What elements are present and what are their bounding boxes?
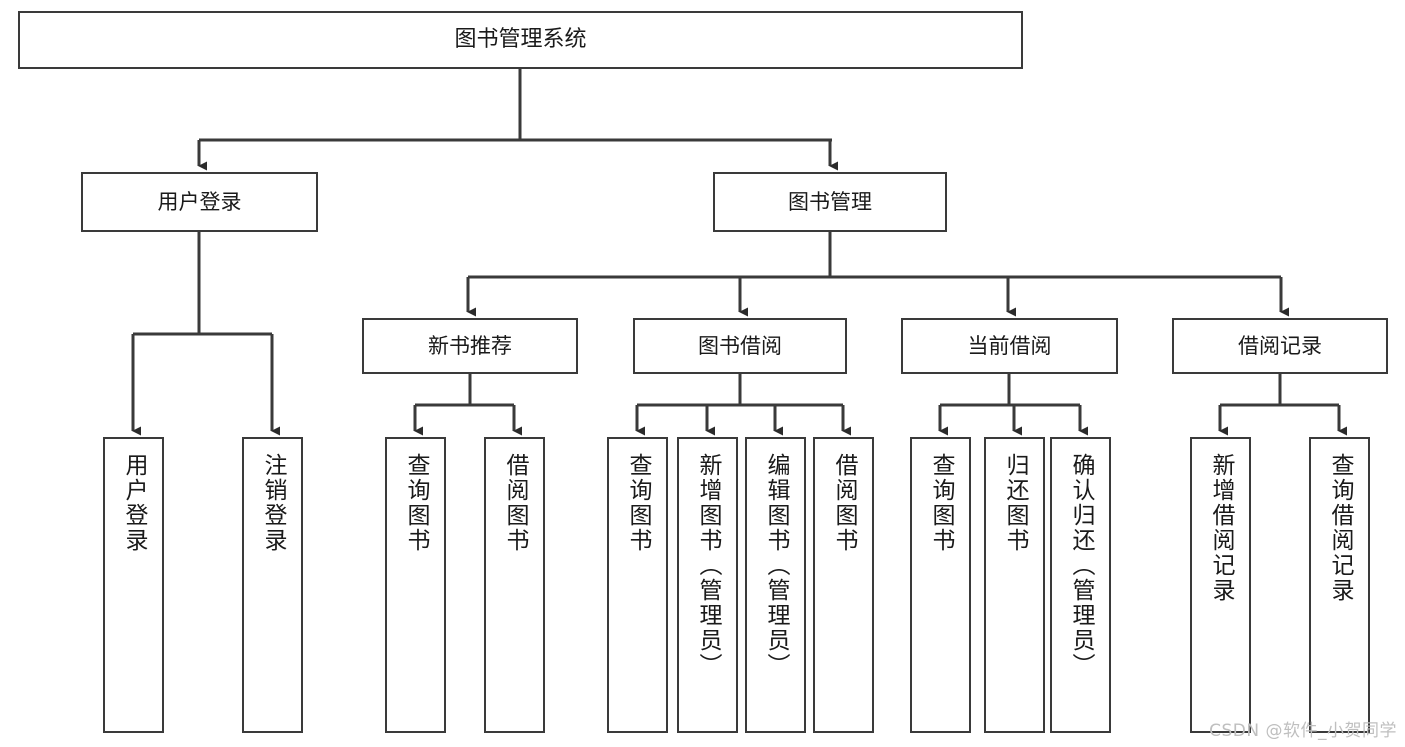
node-leaf-borrow-book-1[interactable]: 借阅图书 bbox=[484, 437, 545, 733]
node-leaf-return-book[interactable]: 归还图书 bbox=[984, 437, 1045, 733]
node-leaf-borrow-book-2-label: 借阅图书 bbox=[831, 453, 857, 553]
node-leaf-query-book-3[interactable]: 查询图书 bbox=[910, 437, 971, 733]
node-leaf-add-record[interactable]: 新增借阅记录 bbox=[1190, 437, 1251, 733]
node-user-login-label: 用户登录 bbox=[157, 189, 242, 214]
node-leaf-query-record[interactable]: 查询借阅记录 bbox=[1309, 437, 1370, 733]
csdn-watermark: CSDN @软件_小贺同学 bbox=[1209, 721, 1397, 741]
node-leaf-query-book-1[interactable]: 查询图书 bbox=[385, 437, 446, 733]
node-leaf-query-book-1-label: 查询图书 bbox=[403, 453, 429, 553]
node-leaf-confirm-return[interactable]: 确认归还（管理员） bbox=[1050, 437, 1111, 733]
node-leaf-query-record-label: 查询借阅记录 bbox=[1327, 453, 1353, 603]
node-borrow-record-label: 借阅记录 bbox=[1238, 333, 1322, 358]
node-leaf-user-logout[interactable]: 注销登录 bbox=[242, 437, 303, 733]
node-leaf-return-book-label: 归还图书 bbox=[1002, 453, 1028, 553]
node-leaf-edit-book[interactable]: 编辑图书（管理员） bbox=[745, 437, 806, 733]
node-leaf-user-logout-label: 注销登录 bbox=[260, 453, 286, 553]
node-current-borrow[interactable]: 当前借阅 bbox=[901, 318, 1118, 374]
node-leaf-query-book-3-label: 查询图书 bbox=[928, 453, 954, 553]
node-leaf-user-login-label: 用户登录 bbox=[121, 453, 147, 553]
node-leaf-user-login[interactable]: 用户登录 bbox=[103, 437, 164, 733]
node-book-borrow[interactable]: 图书借阅 bbox=[633, 318, 847, 374]
node-leaf-add-record-label: 新增借阅记录 bbox=[1208, 453, 1234, 603]
node-leaf-confirm-return-label: 确认归还（管理员） bbox=[1068, 453, 1094, 678]
node-leaf-edit-book-label: 编辑图书（管理员） bbox=[763, 453, 789, 678]
node-book-manage[interactable]: 图书管理 bbox=[713, 172, 947, 232]
node-root-label: 图书管理系统 bbox=[454, 27, 587, 53]
node-leaf-add-book-label: 新增图书（管理员） bbox=[695, 453, 721, 678]
node-leaf-query-book-2-label: 查询图书 bbox=[625, 453, 651, 553]
node-borrow-record[interactable]: 借阅记录 bbox=[1172, 318, 1388, 374]
node-book-manage-label: 图书管理 bbox=[788, 189, 872, 214]
node-leaf-query-book-2[interactable]: 查询图书 bbox=[607, 437, 668, 733]
node-new-book-rec-label: 新书推荐 bbox=[428, 333, 512, 358]
node-book-borrow-label: 图书借阅 bbox=[698, 333, 782, 358]
node-root[interactable]: 图书管理系统 bbox=[18, 11, 1023, 69]
node-leaf-add-book[interactable]: 新增图书（管理员） bbox=[677, 437, 738, 733]
node-user-login[interactable]: 用户登录 bbox=[81, 172, 318, 232]
node-leaf-borrow-book-1-label: 借阅图书 bbox=[502, 453, 528, 553]
node-current-borrow-label: 当前借阅 bbox=[967, 333, 1052, 358]
node-leaf-borrow-book-2[interactable]: 借阅图书 bbox=[813, 437, 874, 733]
node-new-book-rec[interactable]: 新书推荐 bbox=[362, 318, 578, 374]
